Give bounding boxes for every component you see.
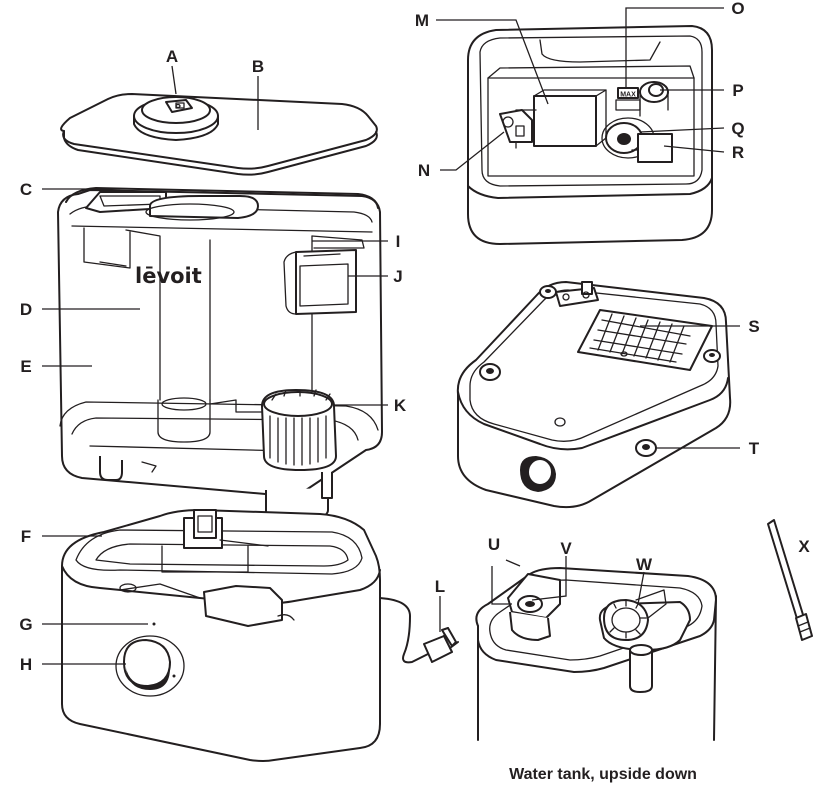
label-t: T <box>749 439 760 458</box>
label-v: V <box>560 539 572 558</box>
label-h: H <box>20 655 32 674</box>
label-w: W <box>636 555 653 574</box>
label-d: D <box>20 300 32 319</box>
label-u: U <box>488 535 500 554</box>
max-mark: MAX <box>620 92 636 99</box>
label-k: K <box>394 396 407 415</box>
label-p: P <box>732 81 743 100</box>
label-m: M <box>415 11 429 30</box>
label-e: E <box>20 357 31 376</box>
leader-lines <box>42 7 740 665</box>
label-j: J <box>393 267 402 286</box>
label-a: A <box>166 47 178 66</box>
label-q: Q <box>731 119 744 138</box>
label-g: G <box>19 615 32 634</box>
label-f: F <box>21 527 31 546</box>
callout-labels: A B C D E I J K F G H L M N O P Q R S T … <box>19 0 810 674</box>
label-n: N <box>418 161 430 180</box>
label-i: I <box>396 232 401 251</box>
water-tank: lēvoit <box>57 187 383 521</box>
base-unit <box>61 509 459 762</box>
tank-upside-down <box>475 567 717 741</box>
label-c: C <box>20 180 32 199</box>
base-interior: MAX <box>467 25 713 245</box>
top-cover <box>60 93 378 176</box>
brand-text: lēvoit <box>135 264 202 288</box>
label-x: X <box>798 537 810 556</box>
label-l: L <box>435 577 445 596</box>
caption: Water tank, upside down <box>509 766 697 783</box>
label-o: O <box>731 0 744 18</box>
label-b: B <box>252 57 264 76</box>
cleaning-brush <box>767 519 813 641</box>
label-r: R <box>732 143 744 162</box>
base-underside <box>456 281 732 509</box>
label-s: S <box>748 317 759 336</box>
